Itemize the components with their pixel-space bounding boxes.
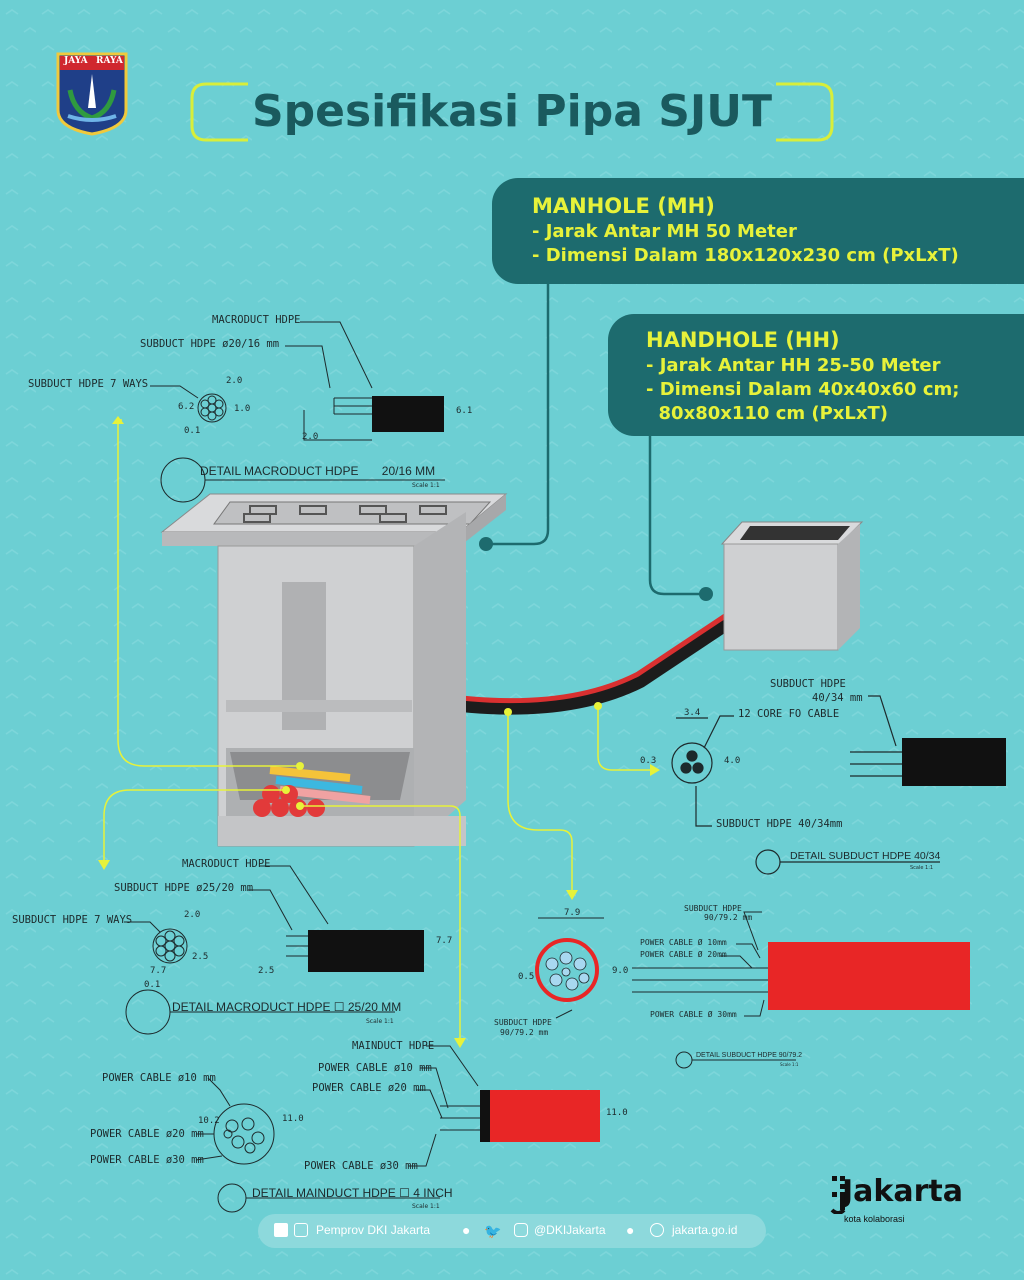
label-subduct: SUBDUCT HDPE: [770, 678, 846, 690]
handhole-line: 80x80x110 cm (PxLxT): [646, 403, 888, 424]
dimension-label: 2.0: [184, 910, 201, 920]
dimension-label: 3.4: [684, 708, 701, 718]
manhole-info-panel: MANHOLE (MH) - Jarak Antar MH 50 Meter -…: [492, 178, 1024, 284]
label-fo-cable: 12 CORE FO CABLE: [738, 708, 840, 720]
dimension-label: 0.3: [640, 756, 657, 766]
manhole-title: MANHOLE (MH): [532, 194, 715, 218]
label-subduct-size: 90/79.2 mm: [704, 913, 753, 922]
label-macroduct: MACRODUCT HDPE: [182, 858, 271, 870]
label-subduct-bottom: SUBDUCT HDPE: [494, 1018, 552, 1027]
label-subduct-size: 40/34 mm: [812, 692, 863, 704]
detail-title: DETAIL MAINDUCT HDPE ☐ 4 INCH: [252, 1186, 453, 1200]
logo-text-left: JAYA: [64, 56, 88, 66]
manhole-line: - Dimensi Dalam 180x120x230 cm (PxLxT): [532, 245, 959, 266]
dimension-label: 10.2: [198, 1116, 220, 1126]
label-power-cable: POWER CABLE Ø 20mm: [640, 950, 727, 959]
title-frame: [190, 82, 834, 142]
label-mainduct: MAINDUCT HDPE: [352, 1040, 435, 1052]
label-power-cable: POWER CABLE ø10 mm: [318, 1062, 432, 1074]
social-footer: Pemprov DKI Jakarta ● 🐦 @DKIJakarta ● ja…: [258, 1214, 766, 1248]
dimension-label: 2.5: [192, 952, 209, 962]
page-title: Spesifikasi Pipa SJUT: [251, 86, 773, 137]
label-power-cable: POWER CABLE ø20 mm: [90, 1128, 204, 1140]
dimension-label: 0.1: [184, 426, 201, 436]
dimension-label: 6.1: [456, 406, 473, 416]
label-subduct-ways: SUBDUCT HDPE 7 WAYS: [28, 378, 149, 390]
separator-dot: ●: [462, 1222, 471, 1238]
detail-title: DETAIL SUBDUCT HDPE 90/79.2: [696, 1052, 803, 1059]
label-macroduct: MACRODUCT HDPE: [212, 314, 301, 326]
label-subduct: SUBDUCT HDPE: [684, 904, 742, 913]
dimension-label: 2.5: [258, 966, 275, 976]
label-subduct: SUBDUCT HDPE ø20/16 mm: [140, 338, 280, 350]
dimension-label: 6.2: [178, 402, 195, 412]
dimension-label: 11.0: [606, 1108, 628, 1118]
detail-title: DETAIL MACRODUCT HDPE 20/16 MM: [200, 464, 436, 478]
dimension-label: 4.0: [724, 756, 741, 766]
logo-text-right: RAYA: [96, 56, 123, 66]
globe-icon[interactable]: [650, 1223, 664, 1237]
handhole-title: HANDHOLE (HH): [646, 328, 840, 352]
handhole-line: - Jarak Antar HH 25-50 Meter: [646, 355, 941, 376]
website-link[interactable]: jakarta.go.id: [672, 1223, 738, 1237]
label-power-cable: POWER CABLE ø10 mm: [102, 1072, 216, 1084]
detail-scale: Scale 1:1: [910, 865, 934, 871]
dimension-label: 11.0: [282, 1114, 304, 1124]
dimension-label: 1.0: [234, 404, 251, 414]
jakarta-brand: Jakarta kota kolaborasi: [830, 1172, 980, 1232]
detail-scale: Scale 1:1: [412, 1203, 440, 1210]
twitter-icon[interactable]: 🐦: [484, 1224, 502, 1240]
brand-tagline: kota kolaborasi: [844, 1214, 905, 1224]
dimension-label: 7.7: [436, 936, 453, 946]
dimension-label: 7.9: [564, 908, 581, 918]
label-power-cable: POWER CABLE ø20 mm: [312, 1082, 426, 1094]
handhole-info-panel: HANDHOLE (HH) - Jarak Antar HH 25-50 Met…: [608, 314, 1024, 436]
dki-logo: JAYA RAYA: [54, 50, 130, 136]
label-subduct-ways: SUBDUCT HDPE 7 WAYS: [12, 914, 133, 926]
jakarta-logo-icon: [830, 1176, 846, 1214]
label-subduct-bottom: SUBDUCT HDPE 40/34mm: [716, 818, 843, 830]
dimension-label: 0.1: [144, 980, 161, 990]
label-power-cable: POWER CABLE Ø 10mm: [640, 938, 727, 947]
dimension-label: 0.5: [518, 972, 535, 982]
dimension-label: 2.0: [302, 432, 319, 442]
facebook-link[interactable]: Pemprov DKI Jakarta: [316, 1223, 431, 1237]
detail-scale: Scale 1:1: [412, 482, 440, 489]
dimension-label: 7.7: [150, 966, 167, 976]
detail-scale: Scale 1:1: [366, 1018, 394, 1025]
facebook-icon[interactable]: [274, 1223, 288, 1237]
twitter-link[interactable]: @DKIJakarta: [534, 1223, 606, 1237]
manhole-line: - Jarak Antar MH 50 Meter: [532, 221, 797, 242]
detail-title: DETAIL SUBDUCT HDPE 40/34: [790, 850, 941, 862]
detail-scale: Scale 1:1: [780, 1062, 799, 1067]
detail-title: DETAIL MACRODUCT HDPE ☐ 25/20 MM: [172, 1000, 402, 1014]
label-subduct-bottom-size: 90/79.2 mm: [500, 1028, 549, 1037]
label-power-cable: POWER CABLE Ø 30mm: [650, 1010, 737, 1019]
brand-name: Jakarta: [842, 1174, 963, 1209]
label-power-cable: POWER CABLE ø30 mm: [304, 1160, 418, 1172]
instagram-icon[interactable]: [514, 1223, 528, 1237]
dimension-label: 9.0: [612, 966, 629, 976]
label-subduct: SUBDUCT HDPE ø25/20 mm: [114, 882, 254, 894]
separator-dot: ●: [626, 1222, 635, 1238]
youtube-icon[interactable]: [294, 1223, 308, 1237]
label-power-cable: POWER CABLE ø30 mm: [90, 1154, 204, 1166]
dimension-label: 2.0: [226, 376, 243, 386]
handhole-line: - Dimensi Dalam 40x40x60 cm;: [646, 379, 960, 400]
